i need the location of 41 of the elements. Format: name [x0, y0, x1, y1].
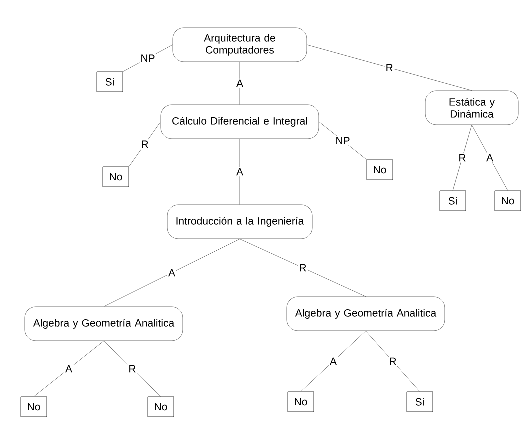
- result-box: No: [366, 160, 394, 180]
- edge-label: R: [128, 364, 138, 374]
- edge-label: A: [236, 78, 244, 88]
- result-box: No: [102, 166, 130, 188]
- course-node: Estática y Dinámica: [425, 90, 519, 126]
- result-box: Si: [406, 392, 434, 412]
- branch-line: [240, 239, 366, 297]
- edge-label: R: [388, 356, 398, 366]
- result-box: Si: [440, 190, 466, 212]
- course-node: Cálculo Diferencial e Integral: [160, 104, 320, 140]
- edge-label: A: [168, 268, 176, 278]
- course-node: Algebra y Geometría Analitica: [286, 296, 446, 332]
- branch-line: [472, 125, 508, 191]
- branch-line: [319, 122, 367, 160]
- result-box: No: [20, 396, 48, 418]
- branch-line: [129, 122, 161, 167]
- result-box: Si: [96, 72, 124, 92]
- result-box: No: [494, 190, 522, 212]
- branch-line: [123, 44, 173, 72]
- branch-line: [104, 341, 162, 397]
- result-box: No: [288, 392, 314, 412]
- edge-label: NP: [140, 54, 156, 63]
- branch-line: [452, 125, 472, 191]
- course-node: Arquitectura de Computadores: [172, 28, 308, 62]
- course-node: Algebra y Geometría Analitica: [24, 306, 184, 342]
- course-node: Introducción a la Ingeniería: [167, 204, 313, 240]
- edge-label: A: [64, 364, 74, 374]
- branch-line: [307, 44, 472, 91]
- edge-label: NP: [334, 136, 352, 146]
- branch-line: [104, 239, 240, 307]
- branch-line: [34, 341, 104, 397]
- edge-label: R: [384, 63, 394, 72]
- edge-label: R: [458, 153, 468, 163]
- branch-line: [366, 331, 420, 392]
- branch-line: [300, 331, 366, 392]
- edge-label: A: [486, 153, 494, 163]
- edge-label: R: [298, 263, 308, 273]
- edge-label: A: [329, 356, 338, 366]
- edge-label: A: [236, 167, 244, 177]
- result-box: No: [148, 396, 174, 418]
- edge-label: R: [140, 140, 150, 149]
